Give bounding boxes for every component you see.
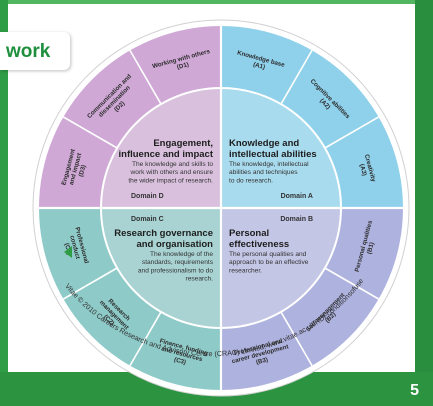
segment-label-line: (B3) [255,356,268,366]
quadrant-domain-d [101,88,221,208]
outer-ring-domain-a [221,26,403,208]
domain-tag: Domain B [280,216,313,223]
segment-divider [280,311,313,367]
domain-tag: Domain D [131,193,164,200]
segment-divider [129,311,162,367]
segment-divider [129,49,162,105]
segment-divider [324,267,380,300]
segment-label-line: (B1) [366,241,376,254]
segment-label-line: (A1) [252,61,265,71]
domain-title: Engagement,influence and impact [119,138,214,160]
outer-ring-domain-b [221,208,403,390]
segment-divider [280,49,313,105]
side-stripe [415,0,433,406]
quadrant-domain-a [221,88,341,208]
vitae-logo-icon [64,246,72,258]
header-tab [0,32,70,70]
segment-label-line: (D1) [176,61,189,71]
segment-label-line: (C1) [63,242,73,255]
inner-ring-border [100,87,342,329]
domain-tag: Domain C [131,216,164,223]
segment-divider [324,116,380,149]
outer-ring-domain-d [39,26,221,208]
page-number: 5 [410,382,419,399]
section-heading: work [6,41,51,62]
domain-tag: Domain A [281,193,313,200]
segment-divider [62,116,118,149]
segment-label-line: (C3) [173,356,186,366]
quadrant-text-domain-d: Domain D Engagement,influence and impactT… [119,138,214,200]
segment-divider [62,267,118,300]
outer-ring-domain-c [39,208,221,390]
segment-label-line: (A3) [358,163,368,176]
quadrant-domain-c [101,208,221,328]
segment-label-line: (D3) [78,164,88,177]
quadrant-domain-b [221,208,341,328]
